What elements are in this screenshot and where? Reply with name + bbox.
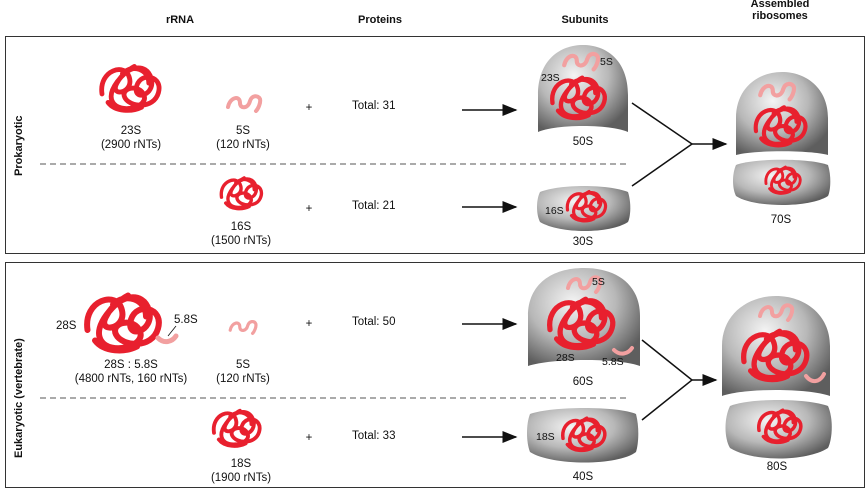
ribosome-80s-label: 80S (766, 461, 788, 473)
rrna-23s-size: (2900 rNTs) (100, 139, 162, 151)
rrna-16s-label: 16S (1500 rNTs) (198, 220, 284, 248)
rrna-28s-name: 28S : 5.8S (104, 359, 158, 371)
rrna-23s-shape (102, 66, 159, 110)
rrna-5s-shape (226, 94, 263, 113)
header-proteins: Proteins (357, 14, 402, 26)
inner-23s-label: 23S (541, 72, 560, 84)
rrna-euk-5s-name: 5S (235, 359, 251, 371)
rrna-5s-label: 5S (120 rNTs) (200, 124, 286, 152)
header-assembled: Assembled ribosomes (750, 0, 810, 22)
plus-60s: + (305, 318, 313, 330)
ribosome-70s-label: 70S (770, 214, 792, 226)
ribosome-70s-small (733, 159, 831, 205)
subunit-30s-label: 30S (572, 236, 594, 248)
rrna-18s-label: 18S (1900 rNTs) (198, 457, 284, 485)
rrna-euk-5s-shape (228, 319, 258, 336)
rrna-23s-name: 23S (120, 125, 142, 137)
proteins-30s: Total: 21 (352, 200, 396, 212)
converge-lines-euk (641, 339, 694, 421)
inner-5s-label: 5S (600, 56, 613, 68)
converge-lines-prok (631, 102, 694, 187)
inner-5-8s-label: 5.8S (602, 356, 624, 368)
inner-28s-label: 28S (556, 352, 575, 364)
subunit-50s-label: 50S (572, 136, 594, 148)
rrna-euk-5s-size: (120 rNTs) (216, 373, 270, 385)
ribosome-80s-small (725, 400, 832, 459)
rrna-5s-name: 5S (235, 125, 251, 137)
subunit-60s-shape (528, 268, 640, 366)
prokaryotic-panel (5, 36, 865, 254)
rrna-euk-5s-label: 5S (120 rNTs) (200, 358, 286, 386)
proteins-40s: Total: 33 (352, 430, 396, 442)
tag-5-8s: 5.8S (174, 314, 198, 326)
rrna-16s-shape (219, 176, 264, 211)
header-rrna: rRNA (165, 14, 195, 26)
rrna-18s-size: (1900 rNTs) (210, 472, 272, 484)
rrna-23s-label: 23S (2900 rNTs) (88, 124, 174, 152)
rrna-28s-shape (87, 296, 159, 351)
header-subunits: Subunits (561, 14, 609, 26)
plus-30s: + (305, 203, 313, 215)
inner-16s-label: 16S (545, 205, 564, 217)
inner-18s-label: 18S (536, 431, 555, 443)
rrna-18s-shape (211, 408, 262, 448)
proteins-60s: Total: 50 (352, 316, 396, 328)
tag-28s: 28S (56, 320, 77, 332)
rrna-16s-name: 16S (230, 221, 252, 233)
inner-euk-5s-label: 5S (592, 276, 605, 288)
rrna-28s-label: 28S : 5.8S (4800 rNTs, 160 rNTs) (58, 358, 204, 386)
subunit-40s-label: 40S (572, 471, 594, 483)
rrna-16s-size: (1500 rNTs) (210, 235, 272, 247)
proteins-50s: Total: 31 (352, 100, 396, 112)
subunit-60s-label: 60S (572, 376, 594, 388)
rrna-5s-size: (120 rNTs) (216, 139, 270, 151)
plus-40s: + (305, 432, 313, 444)
rrna-28s-size: (4800 rNTs, 160 rNTs) (74, 373, 188, 385)
rrna-18s-name: 18S (230, 458, 252, 470)
plus-50s: + (305, 102, 313, 114)
rrna-5-8s-shape (155, 333, 179, 345)
